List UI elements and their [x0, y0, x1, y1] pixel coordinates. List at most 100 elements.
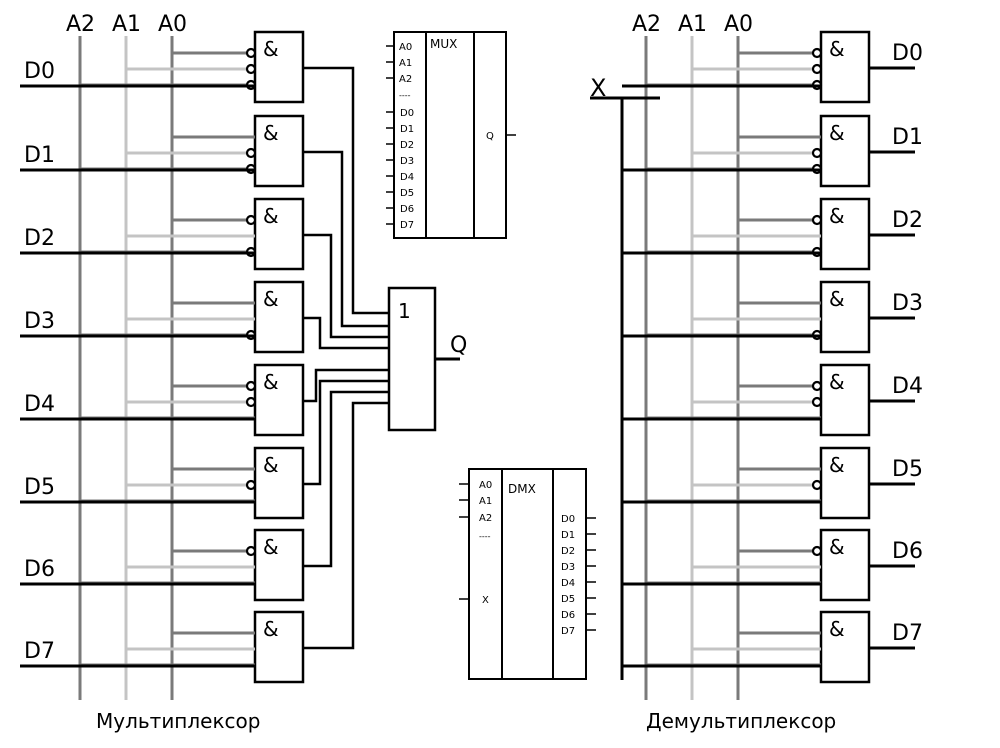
mux-inverter-bubble-2-0: [245, 214, 257, 226]
mux-block-pin-d0: D0: [400, 108, 414, 119]
mux-addr-label-a2: A2: [66, 12, 95, 37]
demux-output-label-1: D1: [892, 125, 923, 150]
demux-output-label-7: D7: [892, 621, 923, 646]
dmx-block-symbol: DMX A0 A1 A2 ---- X D0 D1 D2 D3 D4 D5 D6…: [459, 468, 596, 680]
mux-caption: Мультиплексор: [96, 709, 260, 733]
demux-and-symbol-7: &: [829, 617, 845, 641]
demux-output-label-0: D0: [892, 41, 923, 66]
mux-block-pin-d6: D6: [400, 204, 414, 215]
dmx-block-pin-a1: A1: [479, 496, 492, 507]
mux-input-label-5: D5: [24, 475, 55, 500]
mux-and-symbol-4: &: [263, 370, 279, 394]
mux-input-label-0: D0: [24, 59, 55, 84]
mux-gate-output-wire-5: [303, 379, 389, 486]
mux-input-label-2: D2: [24, 226, 55, 251]
dmx-block-frame: [468, 468, 587, 680]
demux-inverter-bubble-2-0: [811, 214, 823, 226]
mux-and-gate-2: [253, 197, 305, 271]
mux-and-symbol-7: &: [263, 617, 279, 641]
demux-addr-label-a2: A2: [632, 12, 661, 37]
dmx-block-pin-d3: D3: [561, 562, 575, 573]
mux-input-label-1: D1: [24, 143, 55, 168]
dmx-block-pin-d1: D1: [561, 530, 575, 541]
dmx-block-pin-a2: A2: [479, 513, 492, 524]
mux-and-gate-5: [253, 446, 305, 520]
dmx-block-pin-x: X: [482, 595, 489, 606]
demux-and-symbol-4: &: [829, 370, 845, 394]
demux-and-symbol-2: &: [829, 204, 845, 228]
mux-and-gate-6: [253, 528, 305, 602]
mux-block-pin-d7: D7: [400, 220, 414, 231]
dmx-block-pin-d6: D6: [561, 610, 575, 621]
mux-input-label-3: D3: [24, 309, 55, 334]
mux-and-gate-0: [253, 30, 305, 104]
mux-and-symbol-2: &: [263, 204, 279, 228]
mux-block-pin-d5: D5: [400, 188, 414, 199]
demux-and-symbol-0: &: [829, 37, 845, 61]
demux-and-gate-3: [819, 280, 871, 354]
demux-and-gate-6: [819, 528, 871, 602]
demux-output-label-3: D3: [892, 291, 923, 316]
mux-inverter-bubble-0-1: [245, 63, 257, 75]
mux-and-gate-3: [253, 280, 305, 354]
demux-output-label-4: D4: [892, 374, 923, 399]
mux-inverter-bubble-5-1: [245, 479, 257, 491]
mux-block-pin-d2: D2: [400, 140, 414, 151]
dmx-block-pin-d0: D0: [561, 514, 575, 525]
mux-block-pin-a2: A2: [399, 74, 412, 85]
demux-output-label-6: D6: [892, 539, 923, 564]
dmx-block-pin-d7: D7: [561, 626, 575, 637]
demux-and-gate-4: [819, 363, 871, 437]
mux-block-title: MUX: [430, 37, 457, 51]
mux-and-symbol-5: &: [263, 453, 279, 477]
demux-addr-label-a0: A0: [724, 12, 753, 37]
mux-gate-output-wire-3: [303, 316, 389, 350]
mux-input-label-7: D7: [24, 639, 55, 664]
dmx-block-pin-d4: D4: [561, 578, 575, 589]
mux-block-pin-d1: D1: [400, 124, 414, 135]
mux-block-separator: ----: [399, 91, 411, 100]
mux-and-symbol-0: &: [263, 37, 279, 61]
demux-inverter-bubble-4-1: [811, 396, 823, 408]
mux-inverter-bubble-4-0: [245, 380, 257, 392]
mux-gate-output-wire-7: [303, 401, 389, 650]
demux-inverter-bubble-6-0: [811, 545, 823, 557]
demux-caption: Демультиплексор: [646, 709, 836, 733]
dmx-block-pin-d5: D5: [561, 594, 575, 605]
demux-and-symbol-3: &: [829, 287, 845, 311]
mux-block-pin-ticks: [386, 45, 394, 225]
mux-gate-output-wire-1: [303, 150, 389, 328]
mux-gate-output-wire-4: [303, 368, 389, 403]
demux-inverter-bubble-5-1: [811, 479, 823, 491]
dmx-block-pin-d2: D2: [561, 546, 575, 557]
demux-inverter-bubble-0-1: [811, 63, 823, 75]
mux-addr-label-a1: A1: [112, 12, 141, 37]
demux-input-label: X: [590, 74, 606, 102]
mux-block-pin-d3: D3: [400, 156, 414, 167]
mux-block-pin-q: Q: [486, 131, 494, 142]
mux-and-symbol-3: &: [263, 287, 279, 311]
mux-gate-output-wire-2: [303, 233, 389, 339]
mux-gate-output-wire-6: [303, 390, 389, 568]
mux-block-frame: [393, 31, 507, 239]
mux-block-pin-a1: A1: [399, 58, 412, 69]
mux-block-pin-a0: A0: [399, 42, 412, 53]
demux-inverter-bubble-4-0: [811, 380, 823, 392]
dmx-block-pin-a0: A0: [479, 480, 492, 491]
mux-inverter-bubble-6-0: [245, 545, 257, 557]
demux-inverter-bubble-0-0: [811, 47, 823, 59]
dmx-block-separator: ----: [479, 532, 491, 541]
mux-and-symbol-1: &: [263, 121, 279, 145]
mux-and-symbol-6: &: [263, 535, 279, 559]
demux-and-gate-2: [819, 197, 871, 271]
demux-and-symbol-5: &: [829, 453, 845, 477]
dmx-block-title: DMX: [508, 482, 536, 496]
mux-and-gate-7: [253, 610, 305, 684]
demux-and-symbol-6: &: [829, 535, 845, 559]
mux-addr-label-a0: A0: [158, 12, 187, 37]
mux-inverter-bubble-1-1: [245, 147, 257, 159]
demux-output-label-5: D5: [892, 457, 923, 482]
